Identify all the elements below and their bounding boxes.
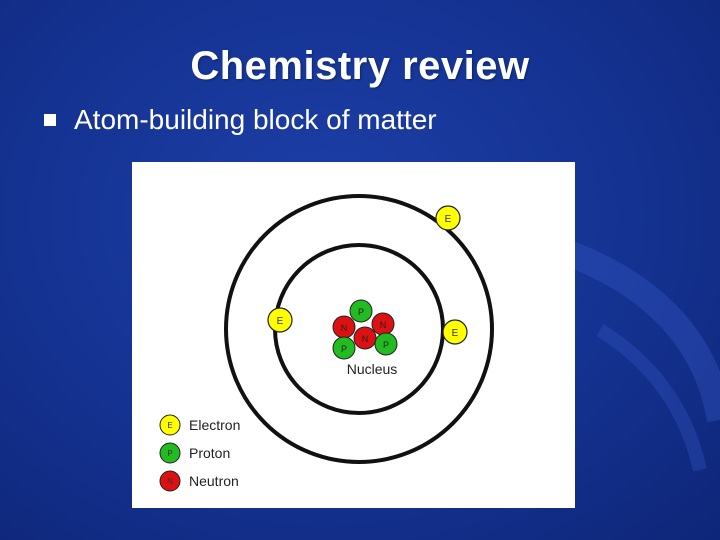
neutron-center: N: [353, 326, 377, 350]
electron-right: E: [442, 319, 468, 345]
svg-text:N: N: [362, 334, 369, 344]
svg-text:N: N: [380, 320, 387, 330]
electron-left: E: [267, 307, 293, 333]
svg-text:E: E: [167, 421, 172, 430]
proton-bottom-left: P: [332, 336, 356, 360]
bullet-text: Atom-building block of matter: [74, 104, 437, 135]
proton-top: P: [349, 299, 373, 323]
nucleus-label: Nucleus: [347, 361, 398, 377]
bullet-item: Atom-building block of matter: [44, 104, 437, 136]
neutron-left: N: [332, 315, 356, 339]
svg-text:P: P: [383, 340, 389, 350]
atom-diagram-svg: E E E P N N P: [159, 194, 494, 492]
neutron-right: N: [371, 312, 395, 336]
svg-text:P: P: [341, 344, 347, 354]
electron-top-right: E: [435, 205, 461, 231]
slide-title: Chemistry review: [190, 44, 530, 88]
svg-text:P: P: [167, 449, 172, 458]
svg-text:E: E: [445, 214, 452, 225]
atom-diagram: E E E P N N P: [132, 162, 575, 508]
legend-label-proton: Proton: [189, 445, 230, 461]
legend-item-proton: P Proton: [159, 442, 230, 464]
legend-label-electron: Electron: [189, 417, 240, 433]
svg-text:N: N: [167, 477, 173, 486]
svg-text:E: E: [452, 328, 459, 339]
proton-bottom-right: P: [374, 332, 398, 356]
square-bullet-icon: [44, 114, 56, 126]
nucleus: P N N P N P: [332, 299, 398, 360]
legend-label-neutron: Neutron: [189, 473, 239, 489]
svg-text:N: N: [341, 323, 348, 333]
svg-text:P: P: [358, 307, 364, 317]
legend-item-neutron: N Neutron: [159, 470, 239, 492]
outer-orbit: [224, 194, 494, 464]
legend: E Electron P Proton N Neutron: [159, 414, 240, 492]
svg-text:E: E: [277, 316, 284, 327]
legend-item-electron: E Electron: [159, 414, 240, 436]
